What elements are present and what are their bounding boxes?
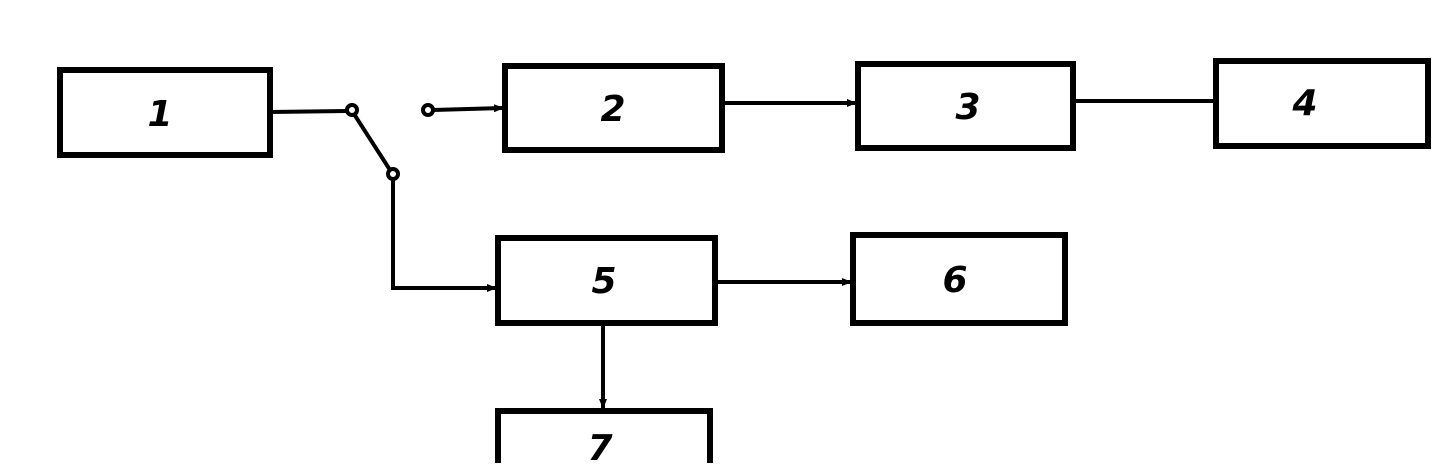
block-2: 2 xyxy=(502,63,725,153)
block-7: 7 xyxy=(495,408,713,466)
block-4-label: 4 xyxy=(1291,83,1317,124)
block-3: 3 xyxy=(855,61,1076,151)
block-6-label: 6 xyxy=(942,260,967,301)
switch-contact-bottom xyxy=(386,167,400,181)
block-5-label: 5 xyxy=(591,261,616,302)
block-7-label: 7 xyxy=(587,428,612,466)
block-2-label: 2 xyxy=(600,89,625,130)
switch-blade xyxy=(352,112,392,172)
switch-contact-left xyxy=(345,103,359,117)
wire-input-to-2 xyxy=(432,104,504,113)
block-4: 4 xyxy=(1213,58,1431,149)
block-6: 6 xyxy=(850,232,1068,326)
input-terminal xyxy=(421,103,435,117)
block-5: 5 xyxy=(495,235,718,326)
wire-switch-to-5 xyxy=(391,178,497,292)
block-1: 1 xyxy=(57,67,273,158)
block-3-label: 3 xyxy=(955,87,980,128)
block-1-label: 1 xyxy=(147,94,172,135)
wire-1-to-switch xyxy=(269,109,348,114)
